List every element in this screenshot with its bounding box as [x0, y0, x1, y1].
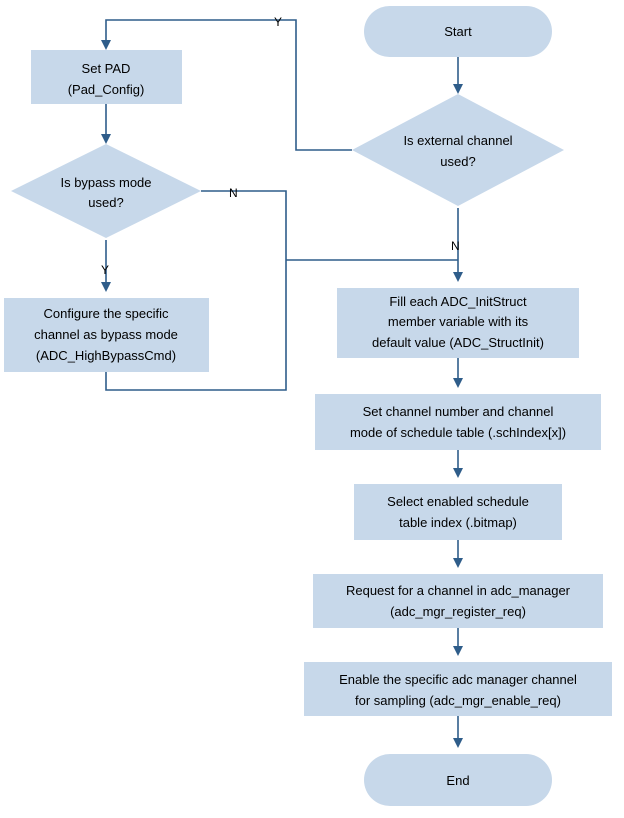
configure-bypass-line-1: Configure the specific: [43, 306, 169, 321]
set-channel-line-2: mode of schedule table (.schIndex[x]): [350, 425, 566, 440]
is-external-line-1: Is external channel: [403, 133, 512, 148]
enable-channel-line-2: for sampling (adc_mgr_enable_req): [355, 693, 561, 708]
fill-initstruct-line-3: default value (ADC_StructInit): [372, 335, 544, 350]
request-channel-line-1: Request for a channel in adc_manager: [346, 583, 571, 598]
edge-labels: Y N Y N: [101, 15, 460, 277]
edge-bypass-no-to-junction: [201, 190, 287, 260]
set-channel-process: Set channel number and channel mode of s…: [315, 394, 601, 450]
is-bypass-line-2: used?: [88, 195, 123, 210]
configure-bypass-process: Configure the specific channel as bypass…: [4, 298, 209, 372]
enable-channel-line-1: Enable the specific adc manager channel: [339, 672, 577, 687]
start-label: Start: [444, 24, 472, 39]
label-external-yes: Y: [274, 15, 282, 29]
label-bypass-yes: Y: [101, 263, 109, 277]
enable-channel-process: Enable the specific adc manager channel …: [304, 662, 612, 716]
set-channel-line-1: Set channel number and channel: [363, 404, 554, 419]
select-table-process: Select enabled schedule table index (.bi…: [354, 484, 562, 540]
end-node: End: [364, 754, 552, 806]
edge-configure-to-junction: [105, 260, 287, 391]
select-table-line-2: table index (.bitmap): [399, 515, 517, 530]
request-channel-line-2: (adc_mgr_register_req): [390, 604, 526, 619]
configure-bypass-line-3: (ADC_HighBypassCmd): [36, 348, 176, 363]
edge-external-yes-to-setpad: [101, 19, 352, 151]
request-channel-process: Request for a channel in adc_manager (ad…: [313, 574, 603, 628]
is-bypass-mode-decision: Is bypass mode used?: [11, 144, 201, 238]
connectors: [101, 19, 463, 748]
label-bypass-no: N: [229, 186, 238, 200]
set-pad-line-1: Set PAD: [82, 61, 131, 76]
select-table-line-1: Select enabled schedule: [387, 494, 529, 509]
fill-initstruct-line-1: Fill each ADC_InitStruct: [389, 294, 527, 309]
is-external-line-2: used?: [440, 154, 475, 169]
fill-initstruct-line-2: member variable with its: [388, 314, 529, 329]
set-pad-process: Set PAD (Pad_Config): [31, 50, 182, 104]
is-bypass-line-1: Is bypass mode: [60, 175, 151, 190]
end-label: End: [446, 773, 469, 788]
label-external-no: N: [451, 239, 460, 253]
start-node: Start: [364, 6, 552, 57]
fill-initstruct-process: Fill each ADC_InitStruct member variable…: [337, 288, 579, 358]
is-external-channel-decision: Is external channel used?: [352, 94, 564, 206]
set-pad-line-2: (Pad_Config): [68, 82, 145, 97]
configure-bypass-line-2: channel as bypass mode: [34, 327, 178, 342]
